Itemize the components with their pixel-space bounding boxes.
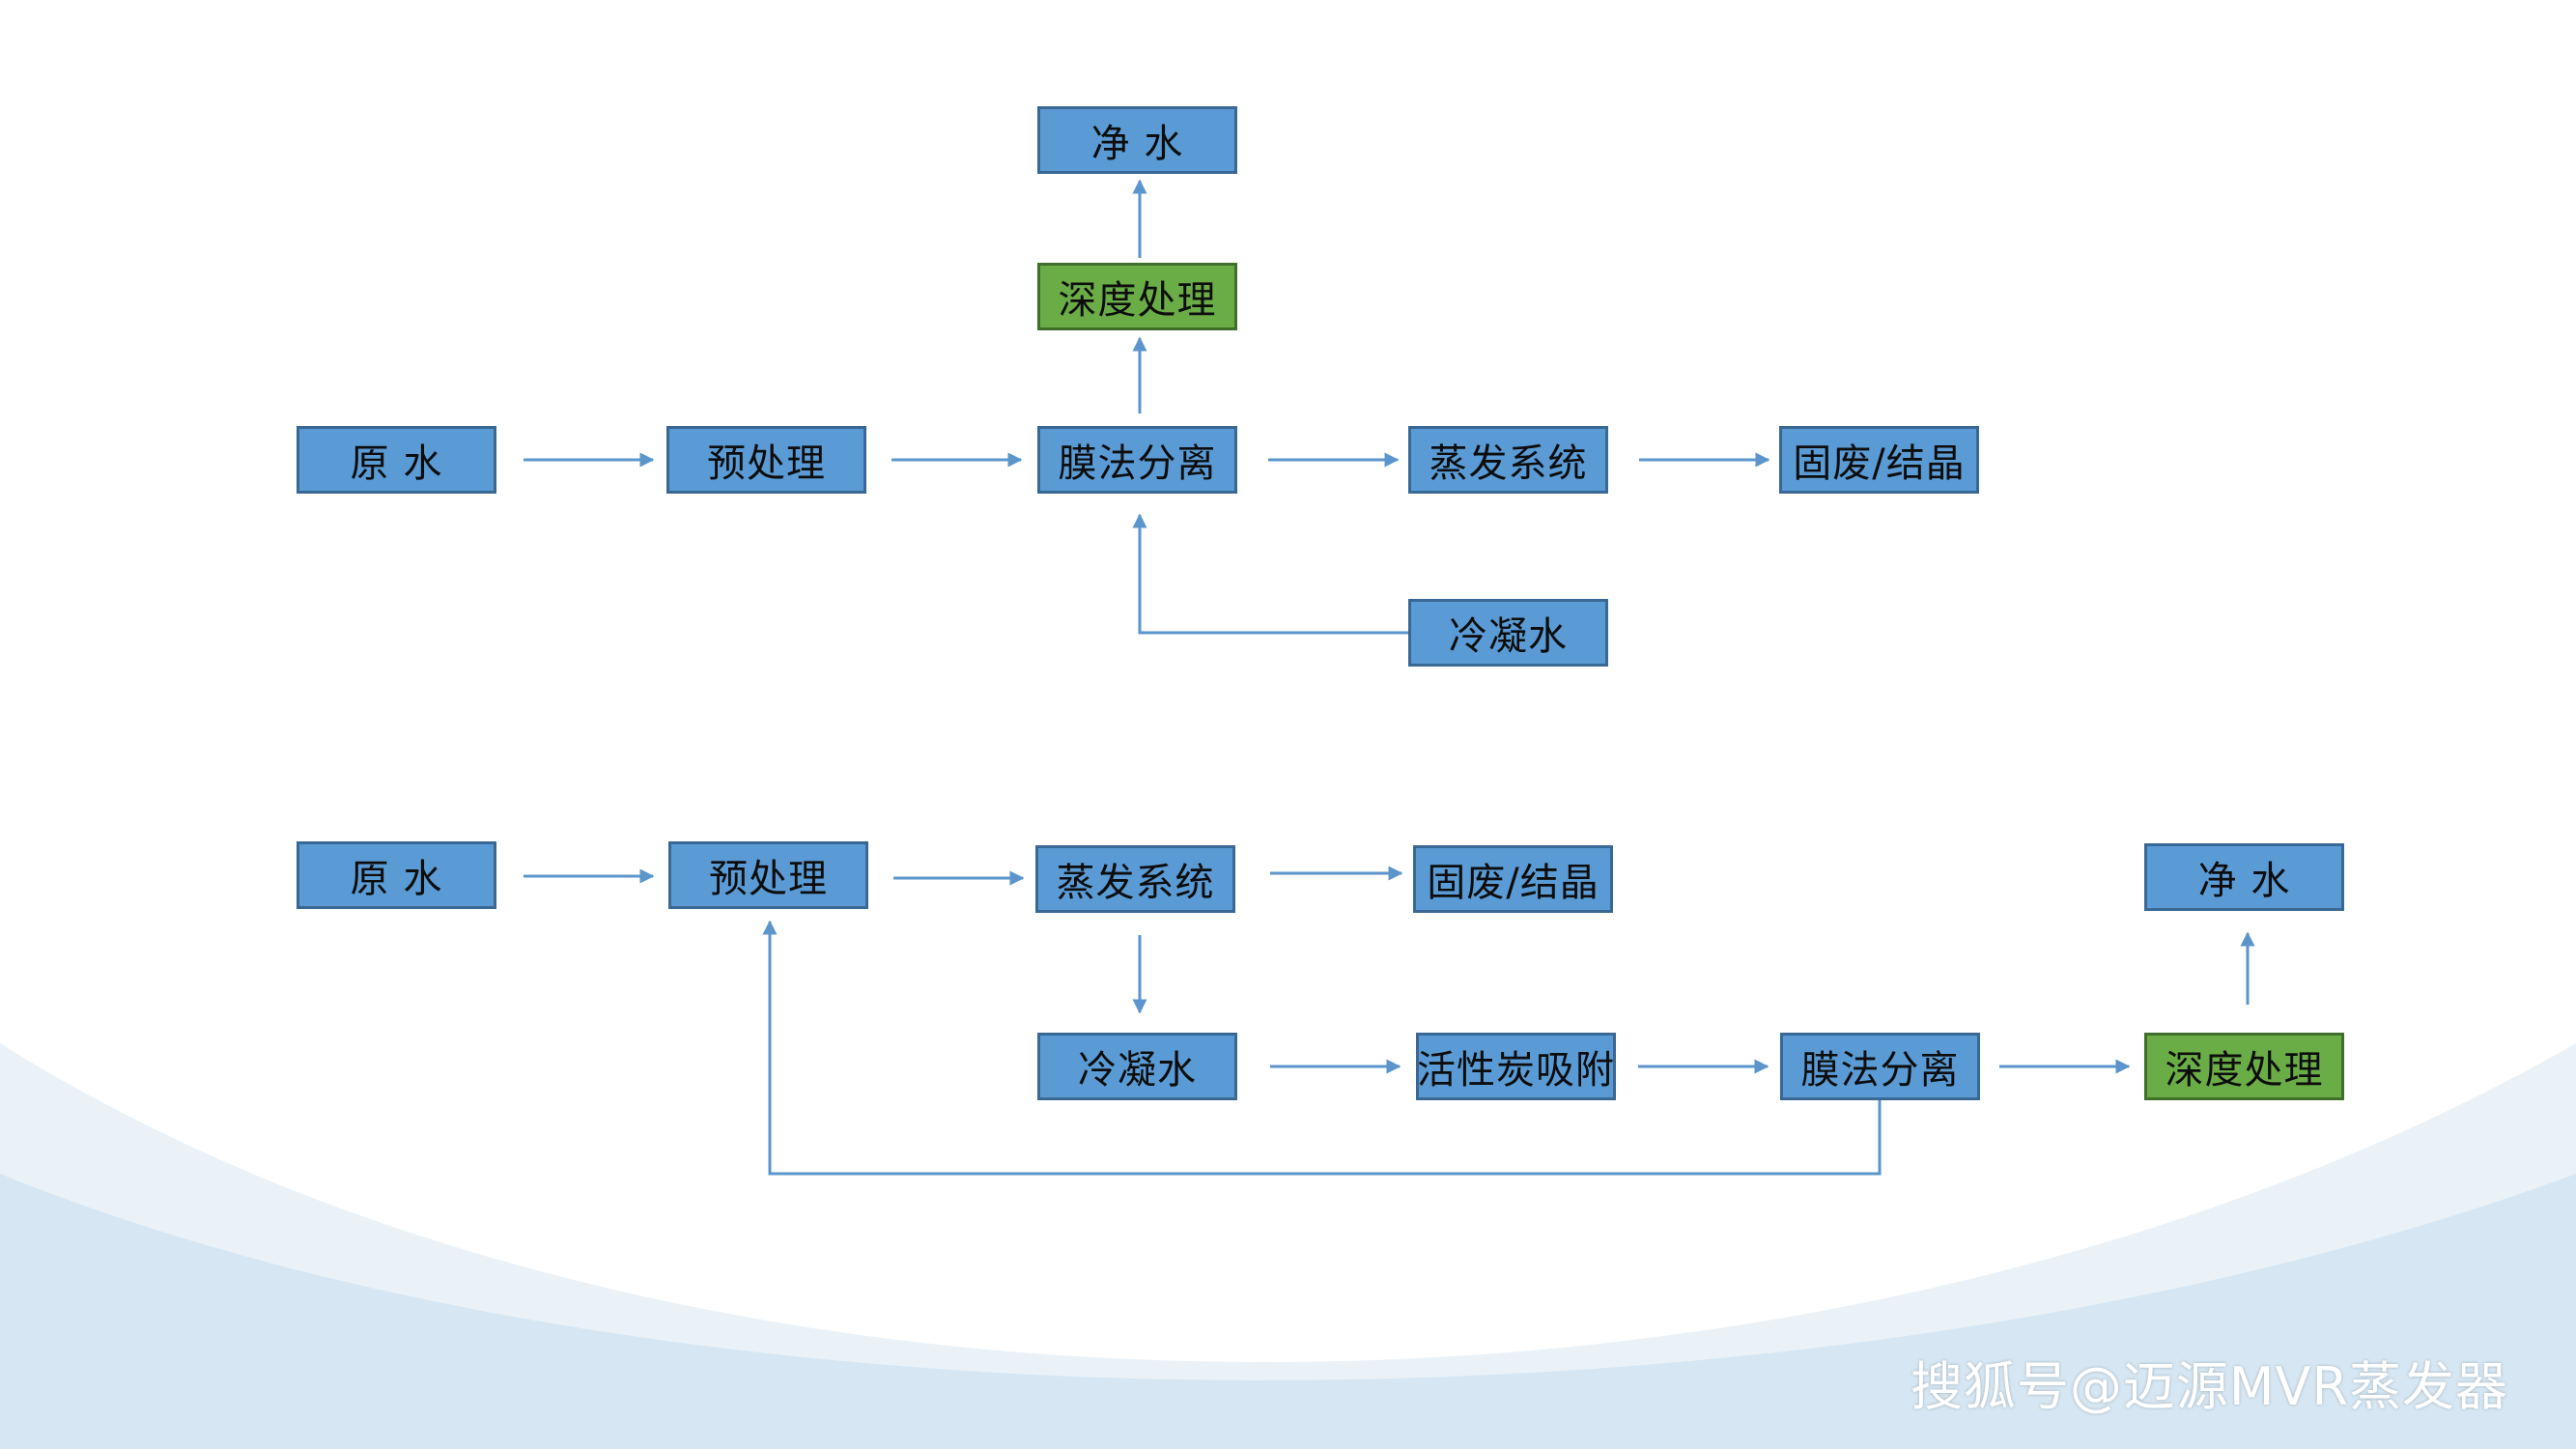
arrow-f1-condensate-to-membrane <box>1132 513 1408 635</box>
inner-wave <box>0 1174 2576 1449</box>
watermark-text: 搜狐号@迈源MVR蒸发器 <box>1910 1356 2508 1417</box>
f2-node-deep-treatment: 深度处理 <box>2144 1033 2344 1100</box>
f1-node-raw-water: 原 水 <box>297 426 496 494</box>
f2-node-pretreatment: 预处理 <box>668 841 868 909</box>
f2-node-evaporation-system: 蒸发系统 <box>1035 845 1235 913</box>
f1-node-solid-waste: 固废/结晶 <box>1779 426 1979 494</box>
f1-node-clean-water: 净 水 <box>1037 106 1237 174</box>
f2-node-solid-waste: 固废/结晶 <box>1413 845 1613 913</box>
f1-node-pretreatment: 预处理 <box>666 426 866 494</box>
f2-node-raw-water: 原 水 <box>297 841 496 909</box>
f2-node-condensate: 冷凝水 <box>1037 1033 1237 1100</box>
f2-node-carbon-adsorption: 活性炭吸附 <box>1416 1033 1616 1100</box>
f1-node-evaporation-system: 蒸发系统 <box>1408 426 1608 494</box>
arrow-f2-membrane-to-pre <box>762 920 1882 1176</box>
f2-node-membrane-separation: 膜法分离 <box>1780 1033 1980 1100</box>
f1-node-condensate: 冷凝水 <box>1408 599 1608 667</box>
f1-node-deep-treatment: 深度处理 <box>1037 263 1237 330</box>
f1-node-membrane-separation: 膜法分离 <box>1037 426 1237 494</box>
f2-node-clean-water: 净 水 <box>2144 843 2344 911</box>
